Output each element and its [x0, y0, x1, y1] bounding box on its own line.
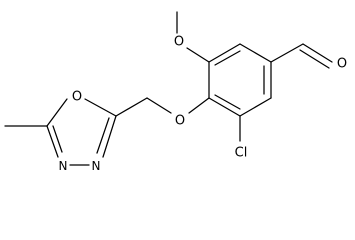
aldehyde-oxygen-label: O [337, 57, 347, 72]
bond-aldehyde-c-o-2 [299, 49, 330, 69]
chloro-group: Cl [235, 115, 248, 161]
bond-c2-to-ring-o [84, 98, 117, 117]
ether-linkage: O [115, 97, 210, 129]
bond-c5-to-n4 [46, 125, 59, 158]
bond-aldehyde-c-o-1 [302, 43, 333, 63]
bond-ring-double-1 [214, 50, 241, 66]
methoxy-oxygen-label: O [174, 35, 184, 50]
bond-ring-double-3 [214, 94, 241, 110]
bond-ring-1 [208, 43, 241, 63]
methoxy-group: O [174, 11, 210, 63]
bond-n3-to-c2 [102, 115, 117, 158]
bond-ring-5 [208, 97, 241, 117]
bond-ring-2 [239, 43, 272, 63]
bond-ring-to-ether-o [188, 97, 210, 114]
ether-oxygen-label: O [175, 114, 185, 129]
ring-oxygen-label: O [72, 90, 82, 105]
bond-c5-to-n4-double [52, 125, 63, 153]
molecule-diagram: O O Cl O O N N [4, 11, 347, 173]
chlorine-label: Cl [235, 146, 248, 161]
aldehyde-group: O [270, 43, 347, 72]
bond-n3-to-c2-double [96, 117, 110, 154]
nitrogen-4-label: N [59, 159, 68, 173]
nitrogen-3-label: N [92, 159, 101, 173]
bond-ether-o-to-ch2 [146, 97, 172, 114]
bond-ring-to-aldehyde-c [270, 43, 304, 63]
bond-ch2-to-oxadiazole [115, 97, 148, 117]
bond-ring-4 [239, 97, 272, 117]
bond-ring-to-methoxy-o [186, 47, 210, 63]
oxadiazole-ring: O N N [46, 90, 117, 173]
benzene-ring [208, 43, 272, 117]
bond-ring-o-to-c5 [46, 98, 68, 127]
